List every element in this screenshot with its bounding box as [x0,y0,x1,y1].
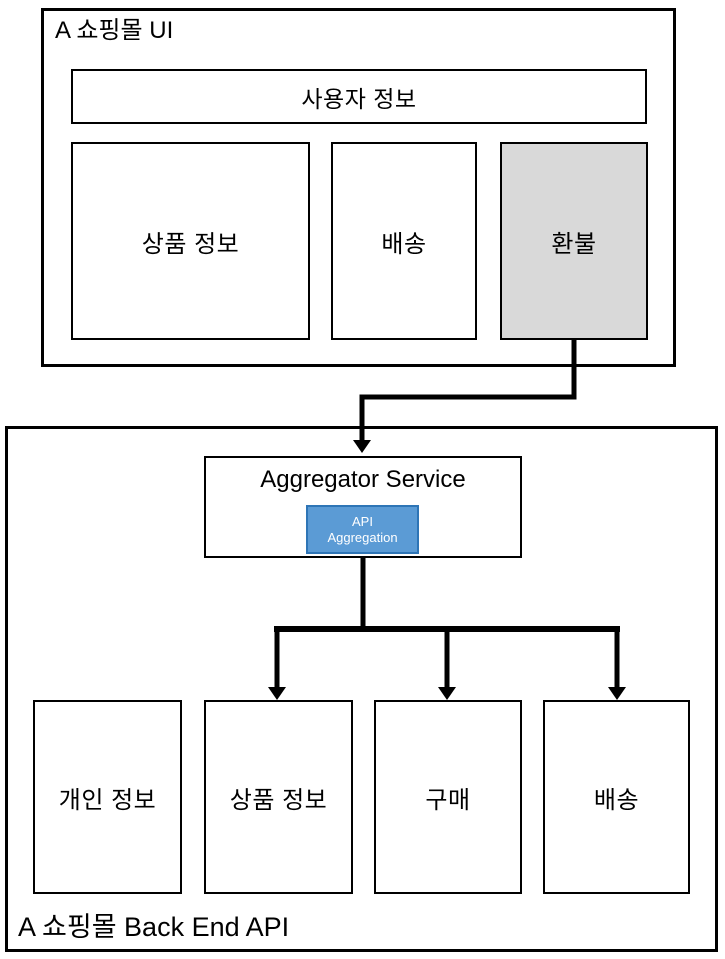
ui-refund-box-highlighted: 환불 [500,142,648,340]
api-aggregation-chip-line1: API [352,513,373,529]
ui-refund-label: 환불 [551,230,597,258]
ui-product-info-label: 상품 정보 [141,230,240,258]
ui-delivery-box: 배송 [331,142,477,340]
backend-box-delivery: 배송 [543,700,690,894]
backend-box-personal-info: 개인 정보 [33,700,182,894]
backend-delivery-label: 배송 [593,786,640,814]
backend-box-purchase: 구매 [374,700,522,894]
api-aggregation-chip-line2: Aggregation [327,529,398,545]
aggregator-service-title: Aggregator Service [260,466,466,493]
api-aggregation-chip: API Aggregation [306,505,419,554]
backend-personal-info-label: 개인 정보 [58,786,157,814]
api-panel-title: A 쇼핑몰 Back End API [18,912,290,942]
backend-purchase-label: 구매 [425,786,471,814]
aggregator-service-box: Aggregator Service API Aggregation [204,456,522,558]
user-info-box: 사용자 정보 [71,69,647,124]
user-info-label: 사용자 정보 [301,85,417,112]
ui-product-info-box: 상품 정보 [71,142,310,340]
backend-product-info-label: 상품 정보 [229,786,328,814]
ui-delivery-label: 배송 [381,230,427,258]
backend-box-product-info: 상품 정보 [204,700,353,894]
ui-panel-title: A 쇼핑몰 UI [55,17,174,44]
